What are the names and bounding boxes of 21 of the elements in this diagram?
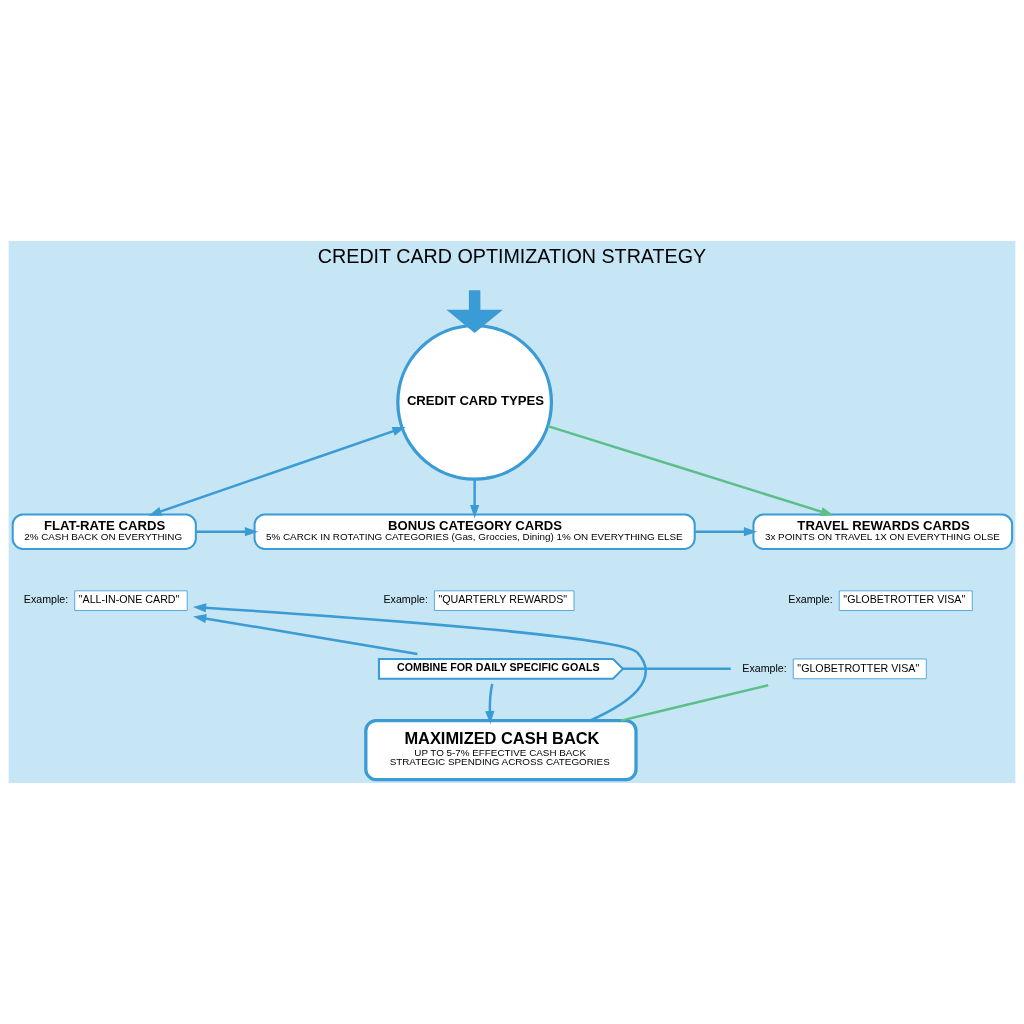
node-box: BONUS CATEGORY CARDS 5% CARCK IN ROTATING CATEGORIES (Gas, Groccies, Dining) 1% ON EVERYTHING ELSE: [253, 513, 696, 550]
node-box: MAXIMIZED CASH BACK UP TO 5-7% EFFECTIVE CASH BACK STRATEGIC SPENDING ACROSS CATEGORIES: [364, 718, 638, 782]
arrow: [192, 603, 647, 722]
node-label: Example:: [742, 661, 787, 674]
arrow: [695, 527, 758, 537]
arrow: [446, 290, 503, 333]
node-label: Example:: [23, 593, 69, 606]
arrow: [148, 426, 406, 516]
node-label: Example:: [383, 593, 428, 606]
arrow: [485, 683, 495, 725]
node-label: Example:: [788, 593, 833, 606]
node-circle: CREDIT CARD TYPES: [396, 323, 554, 481]
diagram-title: CREDIT CARD OPTIMIZATION STRATEGY: [317, 245, 707, 268]
node-box: TRAVEL REWARDS CARDS 3x POINTS ON TRAVEL 1X ON EVERYTHING OLSE: [752, 513, 1014, 550]
arrow: [196, 527, 259, 537]
arrow: [193, 614, 418, 656]
arrow: [470, 479, 480, 519]
node-box: FLAT-RATE CARDS 2% CASH BACK ON EVERYTHING: [11, 513, 197, 550]
connector: [620, 684, 769, 722]
connector: [623, 667, 731, 671]
arrow: [547, 424, 834, 517]
